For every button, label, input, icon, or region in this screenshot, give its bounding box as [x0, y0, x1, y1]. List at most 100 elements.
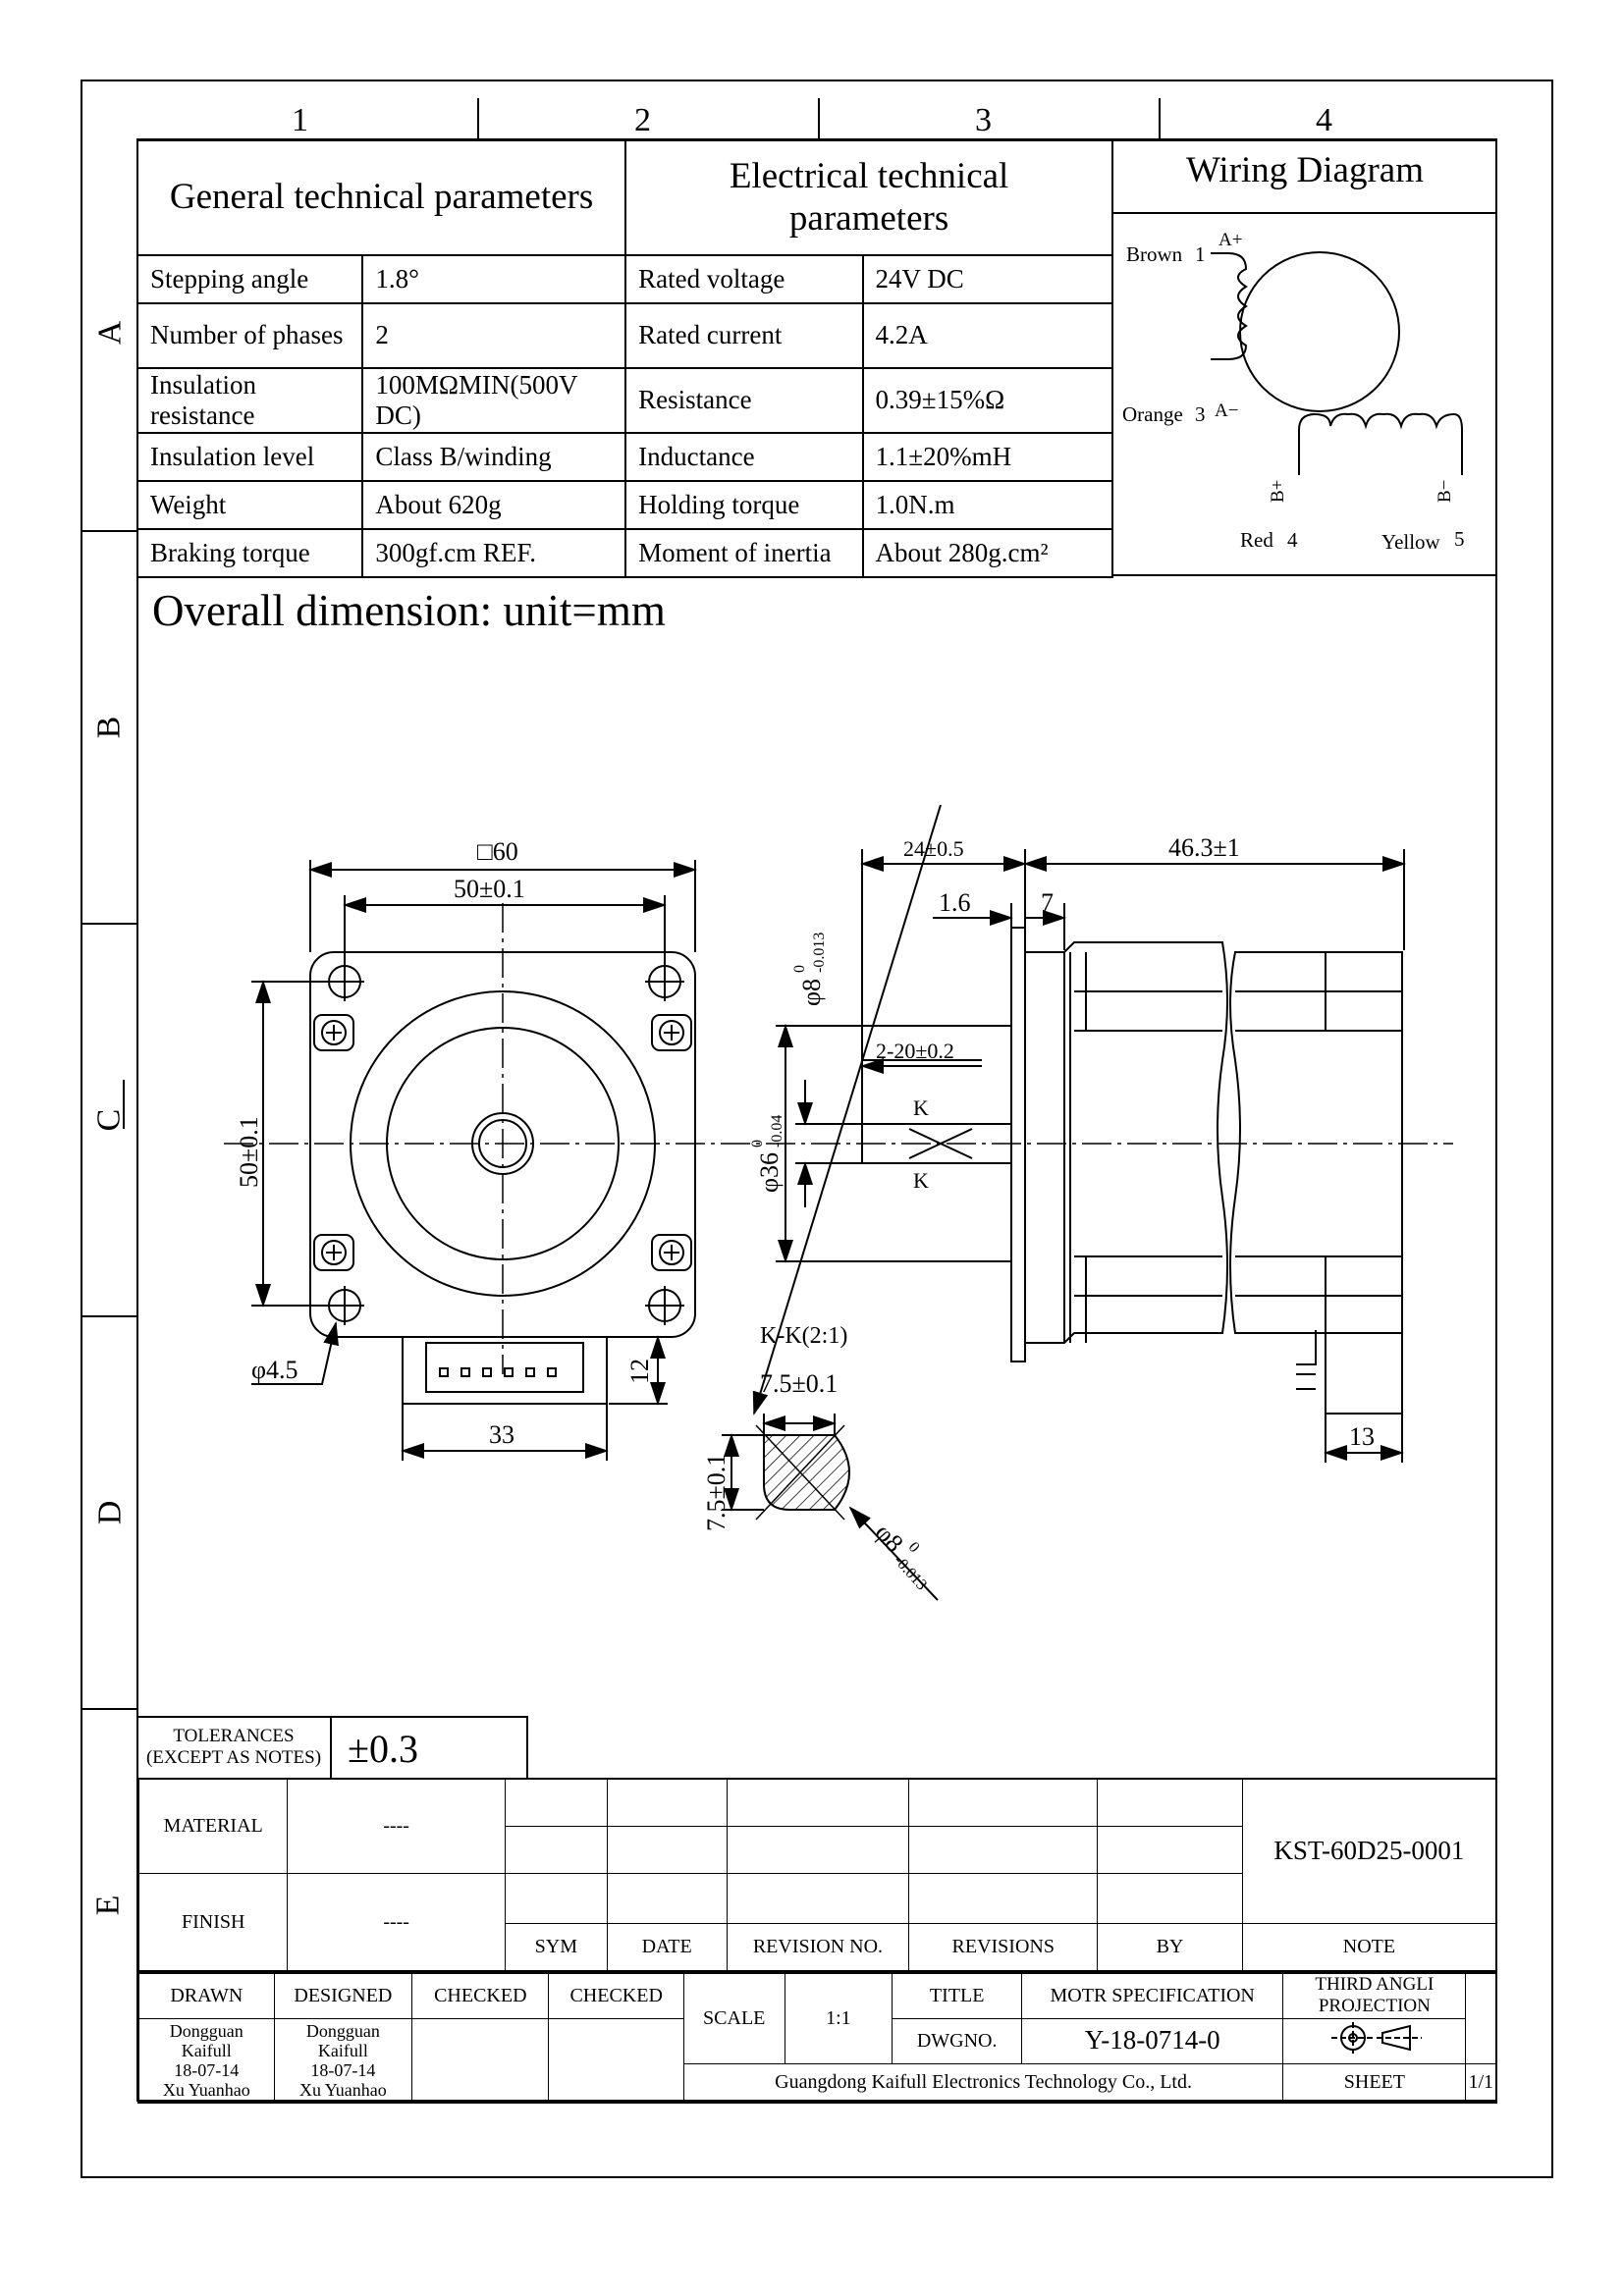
insulation-level-value: Class B/winding [361, 432, 627, 482]
wire-brown-label: Brown [1126, 242, 1183, 266]
inertia-value: About 280g.cm² [861, 528, 1114, 578]
material-value: ---- [287, 1778, 506, 1875]
phases-value: 2 [361, 302, 627, 369]
spec-table: General technical parameters Electrical … [135, 139, 1114, 578]
zone-row-a: A [91, 320, 129, 346]
wire-a-plus: A+ [1218, 230, 1242, 250]
inductance-value: 1.1±20%mH [861, 432, 1114, 482]
wire-a-minus: A− [1215, 400, 1238, 421]
dim-body-len: 46.3±1 [1168, 833, 1240, 862]
insulation-resistance-label: Insulation resistance [135, 367, 364, 434]
wiring-diagram-panel: Wiring Diagram Brown 1 A+ Orange 3 A− B+… [1112, 139, 1497, 576]
wire-b-minus: B− [1435, 480, 1455, 503]
dim-flange-t: 7 [1041, 888, 1054, 917]
part-number: KST-60D25-0001 [1241, 1778, 1497, 1925]
inertia-label: Moment of inertia [624, 528, 864, 578]
drawn-label: DRAWN [137, 1972, 275, 2019]
tolerances-value: ±0.3 [348, 1727, 418, 1771]
section-title: K-K(2:1) [760, 1323, 847, 1349]
insulation-resistance-value: 100MΩMIN(500V DC) [361, 367, 627, 434]
table-row: Insulation resistance 100MΩMIN(500V DC) … [135, 367, 1114, 434]
dim-section-h: 7.5±0.1 [702, 1454, 731, 1531]
tolerances-label: TOLERANCES [173, 1726, 295, 1746]
rated-voltage-value: 24V DC [861, 254, 1114, 304]
designed-label: DESIGNED [273, 1972, 413, 2019]
dim-shaft-dia: φ8 [797, 979, 826, 1006]
title-block-lower: DRAWN DESIGNED CHECKED CHECKED SCALE 1:1… [137, 1972, 1497, 2104]
dim-shaft-tol-up: 0 [791, 965, 808, 973]
screw-icon [313, 1014, 692, 1271]
stepping-angle-label: Stepping angle [135, 254, 364, 304]
phases-label: Number of phases [135, 302, 364, 369]
sheet-value: 1/1 [1465, 2062, 1497, 2104]
dim-hole-spacing-v: 50±0.1 [235, 1116, 263, 1188]
general-params-header: General technical parameters [135, 139, 627, 256]
braking-torque-value: 300gf.cm REF. [361, 528, 627, 578]
holding-torque-value: 1.0N.m [861, 480, 1114, 530]
dim-section-mark-top: K [913, 1095, 929, 1120]
projection-label: THIRD ANGLI PROJECTION [1282, 1972, 1467, 2019]
resistance-value: 0.39±15%Ω [861, 367, 1114, 434]
finish-value: ---- [287, 1873, 506, 1972]
motor-drawing: □60 50±0.1 50±0.1 φ4.5 33 12 24±0.5 46.3… [224, 805, 1453, 1601]
title-value: MOTR SPECIFICATION [1021, 1972, 1284, 2019]
dim-section-tol-up: 0 [905, 1539, 923, 1556]
wire-yellow-label: Yellow [1381, 530, 1441, 554]
finish-label: FINISH [137, 1873, 289, 1972]
connector [402, 1337, 608, 1405]
rev-header-by: BY [1097, 1923, 1243, 1972]
rev-header-note: NOTE [1241, 1923, 1497, 1972]
stepping-angle-value: 1.8° [361, 254, 627, 304]
wiring-diagram: Brown 1 A+ Orange 3 A− B+ B− Red 4 Yello… [1122, 230, 1465, 554]
table-row: Stepping angle 1.8° Rated voltage 24V DC [135, 254, 1114, 304]
rated-voltage-label: Rated voltage [624, 254, 864, 304]
tolerances-box: TOLERANCES (EXCEPT AS NOTES) ±0.3 [137, 1716, 528, 1778]
title-block-upper: MATERIAL ---- KST-60D25-0001 FINISH ----… [137, 1778, 1497, 1972]
zone-col-2: 2 [634, 102, 651, 138]
dim-section-w: 7.5±0.1 [760, 1369, 838, 1398]
rev-header-sym: SYM [504, 1923, 608, 1972]
dim-hole-spacing-h: 50±0.1 [454, 875, 525, 903]
scale-value: 1:1 [784, 1972, 893, 2064]
company-name: Guangdong Kaifull Electronics Technology… [682, 2062, 1284, 2104]
checked-label-1: CHECKED [411, 1972, 550, 2019]
table-row: Number of phases 2 Rated current 4.2A [135, 302, 1114, 369]
zone-col-3: 3 [975, 102, 992, 138]
resistance-label: Resistance [624, 367, 864, 434]
checked-label-2: CHECKED [548, 1972, 684, 2019]
wiring-diagram-title: Wiring Diagram [1112, 141, 1497, 214]
holding-torque-label: Holding torque [624, 480, 864, 530]
rated-current-value: 4.2A [861, 302, 1114, 369]
overall-dimension-title: Overall dimension: unit=mm [152, 586, 666, 635]
motor-side-view [861, 927, 1403, 1415]
dim-flat-len: 2-20±0.2 [876, 1039, 954, 1063]
wire-yellow-num: 5 [1454, 527, 1465, 551]
wire-orange-label: Orange [1122, 402, 1183, 426]
dim-section-mark-bottom: K [913, 1168, 929, 1193]
zone-row-b: B [90, 716, 128, 739]
dwg-value: Y-18-0714-0 [1021, 2017, 1284, 2064]
dim-connector-h: 12 [625, 1359, 654, 1384]
wire-brown-num: 1 [1195, 242, 1206, 266]
projection-symbol-icon [1282, 2017, 1467, 2064]
rated-current-label: Rated current [624, 302, 864, 369]
dim-connector-w: 33 [489, 1420, 514, 1449]
rev-header-date: DATE [606, 1923, 728, 1972]
dim-boss-h: 1.6 [939, 888, 971, 917]
weight-label: Weight [135, 480, 364, 530]
dim-boss-tol-up: 0 [749, 1140, 766, 1148]
wire-orange-num: 3 [1195, 402, 1206, 426]
material-label: MATERIAL [137, 1778, 289, 1875]
zone-col-1: 1 [292, 102, 308, 138]
weight-value: About 620g [361, 480, 627, 530]
wire-b-plus: B+ [1268, 480, 1288, 503]
wire-red-num: 4 [1287, 528, 1298, 552]
rev-header-revisions: REVISIONS [908, 1923, 1099, 1972]
dim-boss-dia: φ36 [755, 1152, 784, 1193]
rev-header-revision-no: REVISION NO. [726, 1923, 910, 1972]
table-row: Weight About 620g Holding torque 1.0N.m [135, 480, 1114, 530]
insulation-level-label: Insulation level [135, 432, 364, 482]
table-row: Insulation level Class B/winding Inducta… [135, 432, 1114, 482]
